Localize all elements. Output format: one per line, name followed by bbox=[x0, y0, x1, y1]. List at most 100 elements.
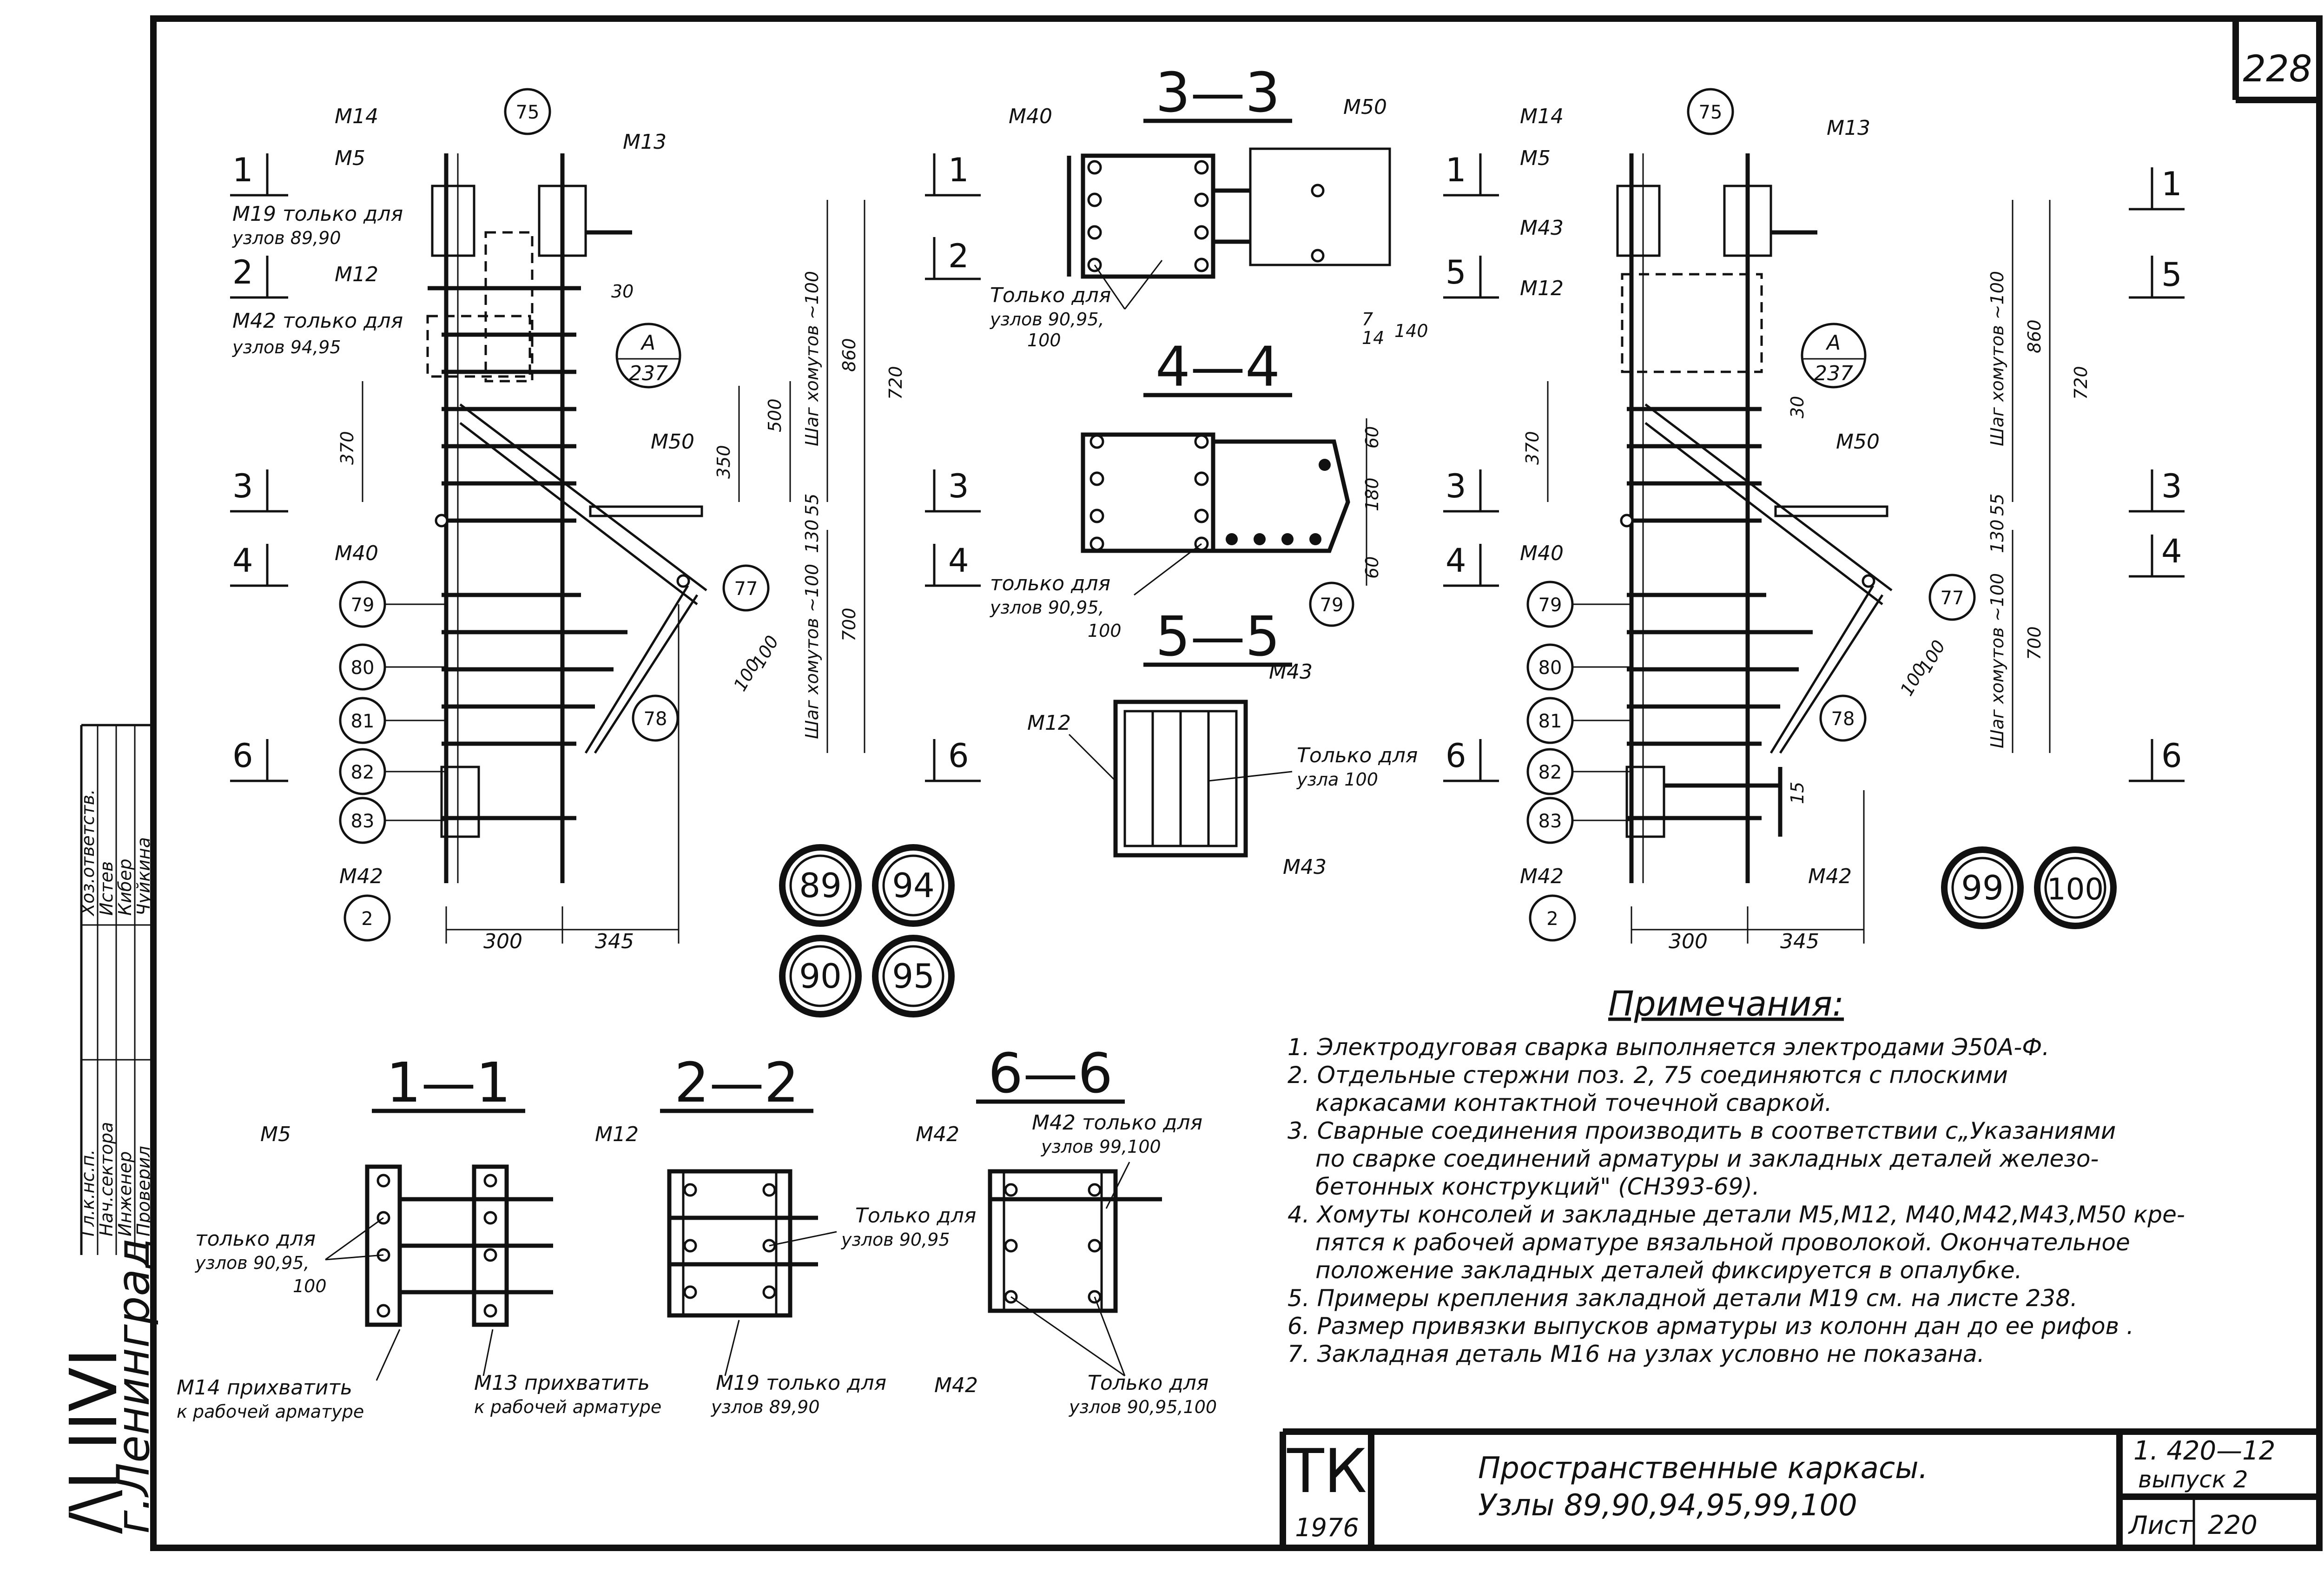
section-4-4-only: только для bbox=[990, 572, 1110, 595]
left-bubble-80: 80 bbox=[351, 657, 375, 679]
note-line-11: 6. Размер привязки выпусков арматуры из … bbox=[1287, 1313, 2134, 1340]
left-dim-860: 860 bbox=[839, 338, 859, 372]
right-dim-370: 370 bbox=[1522, 431, 1543, 465]
year: 1976 bbox=[1295, 1513, 1359, 1542]
sign-name-3: Кибер bbox=[115, 859, 135, 916]
section-5-5-title: 5—5 bbox=[1155, 604, 1280, 668]
section-6-6-m42-only: М42 только для bbox=[1032, 1111, 1202, 1135]
right-cut-1-r: 1 bbox=[2161, 165, 2182, 203]
left-cut-2: 2 bbox=[232, 253, 253, 291]
right-dim-720: 720 bbox=[2071, 366, 2091, 400]
left-cut-1: 1 bbox=[232, 151, 253, 189]
node-89: 89 bbox=[799, 866, 842, 905]
city-stamp: г.Ленинград bbox=[107, 1238, 159, 1534]
node-100: 100 bbox=[2047, 872, 2104, 907]
node-90: 90 bbox=[799, 957, 842, 996]
section-2-2-nodes: узлов 90,95 bbox=[841, 1229, 950, 1250]
left-dim-130: 130 bbox=[802, 519, 822, 553]
right-dim-15: 15 bbox=[1787, 782, 1808, 804]
right-cut-1: 1 bbox=[1446, 151, 1466, 189]
section-1-1-m14-note2: к рабочей арматуре bbox=[177, 1401, 364, 1422]
right-label-m42-side: М42 bbox=[1808, 865, 1852, 888]
right-label-m42: М42 bbox=[1520, 865, 1564, 888]
section-5-5-node: узла 100 bbox=[1296, 769, 1378, 790]
left-dim-370: 370 bbox=[337, 431, 357, 465]
title-block: ТК 1976 Пространственные каркасы. Узлы 8… bbox=[1280, 1428, 2319, 1548]
sheet-frame bbox=[150, 15, 2323, 1551]
section-6-6-m42: М42 bbox=[916, 1123, 959, 1146]
right-node-drawing bbox=[1547, 153, 2051, 944]
right-dim-345: 345 bbox=[1780, 930, 1819, 953]
left-dim-720: 720 bbox=[885, 366, 906, 400]
left-label-m42: М42 только для bbox=[232, 309, 403, 333]
right-dim-700: 700 bbox=[2024, 626, 2045, 660]
section-5-5-m43-top: М43 bbox=[1269, 660, 1313, 684]
left-node-numbers: 89 94 90 95 bbox=[779, 844, 955, 1017]
left-cut-6-r: 6 bbox=[948, 737, 969, 775]
note-line-1: 1. Электродуговая сварка выполняется эле… bbox=[1287, 1034, 2049, 1061]
right-label-m43: М43 bbox=[1520, 216, 1564, 240]
note-line-10: 5. Примеры крепления закладной детали М1… bbox=[1287, 1285, 2078, 1312]
right-cut-4-r: 4 bbox=[2161, 532, 2182, 570]
right-node-numbers: 99 100 bbox=[1941, 846, 2117, 929]
section-2-2: 2—2 М12 Только для узлов 90,95 М19 тольк… bbox=[595, 1050, 976, 1417]
left-label-m12: М12 bbox=[335, 263, 378, 286]
left-dim-note-top: Шаг хомутов ~100 bbox=[802, 271, 822, 446]
right-bubble-83: 83 bbox=[1538, 811, 1562, 832]
left-label-m5: М5 bbox=[335, 146, 365, 170]
section-1-1-only: только для bbox=[195, 1227, 316, 1251]
section-5-5-only: Только для bbox=[1297, 744, 1418, 767]
series-number: 1. 420—12 bbox=[2133, 1436, 2275, 1466]
right-cut-3-r: 3 bbox=[2161, 467, 2182, 505]
right-cut-6-r: 6 bbox=[2161, 737, 2182, 775]
section-1-1-nodes-100: 100 bbox=[293, 1276, 327, 1296]
right-cut-4: 4 bbox=[1446, 542, 1466, 580]
right-section-marks: 1 5 3 4 6 1 5 3 4 6 bbox=[1443, 151, 2185, 782]
left-ref-letter: А bbox=[640, 331, 655, 355]
section-5-5-m12: М12 bbox=[1027, 711, 1071, 735]
right-dim-note-top: Шаг хомутов ~100 bbox=[1987, 271, 2007, 446]
left-dim-345: 345 bbox=[595, 930, 634, 953]
issue-number: выпуск 2 bbox=[2138, 1466, 2248, 1493]
right-label-m13: М13 bbox=[1827, 116, 1870, 140]
notes-title: Примечания: bbox=[1608, 984, 1844, 1024]
section-3-3: 3—3 М40 М50 Только для узлов 90,95, 100 … bbox=[990, 60, 1428, 350]
section-5-5-m43-bottom: М43 bbox=[1283, 855, 1327, 879]
section-2-2-title: 2—2 bbox=[674, 1050, 799, 1115]
left-section-marks: 1 2 3 4 6 1 2 3 4 6 bbox=[230, 151, 981, 782]
right-dim-130: 130 bbox=[1987, 519, 2007, 553]
section-1-1: 1—1 М5 только для узлов 90,95, 100 М14 п… bbox=[177, 1050, 661, 1422]
org-mark: ТК bbox=[1287, 1436, 1367, 1506]
left-dim-350: 350 bbox=[713, 445, 734, 479]
left-stamp: Гл.к.нс.п. Нач.сектора Инженер Проверил … bbox=[56, 724, 159, 1534]
right-dim-30: 30 bbox=[1787, 396, 1808, 418]
institute-stamp: /\I IIVI bbox=[56, 1348, 132, 1534]
note-line-2: 2. Отдельные стержни поз. 2, 75 соединяю… bbox=[1287, 1062, 2008, 1089]
section-3-3-dim-7: 7 bbox=[1362, 309, 1373, 330]
right-bubble-79: 79 bbox=[1538, 594, 1562, 616]
left-cut-2-r: 2 bbox=[948, 237, 969, 275]
note-line-3: каркасами контактной точечной сваркой. bbox=[1315, 1090, 1832, 1116]
section-4-4-nodes: узлов 90,95, bbox=[990, 597, 1104, 618]
left-cut-6: 6 bbox=[232, 737, 253, 775]
right-cut-5-r: 5 bbox=[2161, 256, 2182, 294]
section-1-1-title: 1—1 bbox=[386, 1050, 511, 1115]
sign-name-1: Хоз.ответств. bbox=[78, 789, 98, 917]
left-label-m13: М13 bbox=[623, 130, 667, 154]
left-label-m42-bottom: М42 bbox=[339, 865, 383, 888]
left-bubble-2: 2 bbox=[361, 908, 373, 930]
left-label-m19: М19 только для bbox=[232, 202, 403, 226]
note-line-5: по сварке соединений арматуры и закладны… bbox=[1315, 1145, 2099, 1172]
section-4-4-dim-60a: 60 bbox=[1362, 426, 1382, 449]
section-3-3-only: Только для bbox=[990, 284, 1111, 307]
section-3-3-m50: М50 bbox=[1343, 95, 1387, 119]
left-dims: 30 370 500 350 860 720 55 130 700 100 10… bbox=[337, 271, 906, 953]
page-corner-number: 228 bbox=[2243, 48, 2312, 90]
note-line-4: 3. Сварные соединения производить в соот… bbox=[1287, 1117, 2116, 1144]
left-ref-number: 237 bbox=[629, 362, 668, 385]
right-bubbles: 75 79 80 81 82 83 2 77 78 bbox=[1526, 88, 1976, 942]
right-ref-circle: А 237 bbox=[1801, 323, 1867, 389]
right-cut-5: 5 bbox=[1446, 253, 1466, 291]
left-label-m50: М50 bbox=[651, 430, 694, 454]
